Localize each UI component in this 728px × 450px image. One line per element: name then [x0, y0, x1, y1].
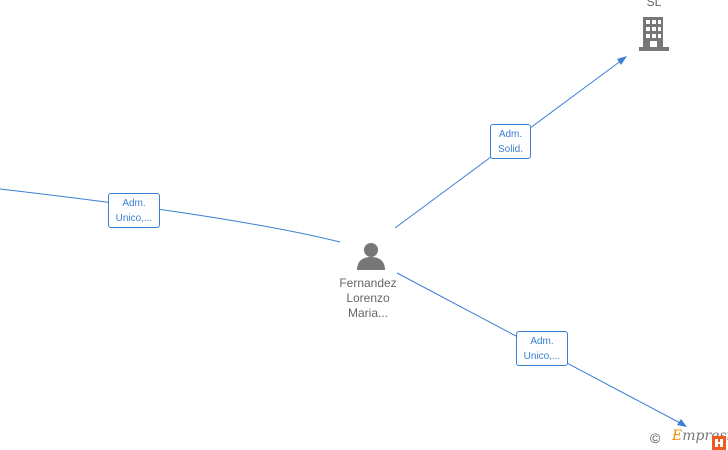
person-name-line-1: Fernandez: [339, 276, 397, 290]
edge-bottom-right-label-line-1: Adm.: [530, 336, 554, 347]
footer-brand[interactable]: © Empresia: [650, 428, 728, 450]
edge-bottom-right-label-line-2: Unico,...: [523, 351, 561, 362]
edge-left-line: [0, 188, 341, 243]
edge-left-label-line-2: Unico,...: [115, 213, 153, 224]
company-name: SL: [646, 0, 662, 9]
copyright-icon: ©: [650, 430, 661, 446]
edge-company-label-line-1: Adm.: [498, 129, 523, 140]
edge-company-arrowhead: [617, 56, 627, 65]
person-icon[interactable]: [356, 242, 386, 270]
edge-bottom-right-arrowhead: [677, 419, 687, 427]
person-name-line-2: Lorenzo: [346, 291, 390, 305]
person-name-line-3: Maria...: [347, 306, 388, 320]
building-icon[interactable]: [639, 17, 669, 51]
edge-company-label-line-2: Solid.: [497, 144, 523, 155]
edge-left-label-line-1: Adm.: [122, 198, 146, 209]
edge-company-label[interactable]: Adm. Solid.: [490, 124, 531, 159]
brand-mark-icon: [712, 436, 726, 450]
brand-initial: E: [672, 428, 683, 444]
edge-bottom-right-label[interactable]: Adm. Unico,...: [516, 331, 568, 366]
person-node-label[interactable]: Fernandez Lorenzo Maria...: [328, 276, 408, 321]
company-node-label[interactable]: SL: [634, 0, 674, 10]
edge-left-label[interactable]: Adm. Unico,...: [108, 193, 160, 228]
